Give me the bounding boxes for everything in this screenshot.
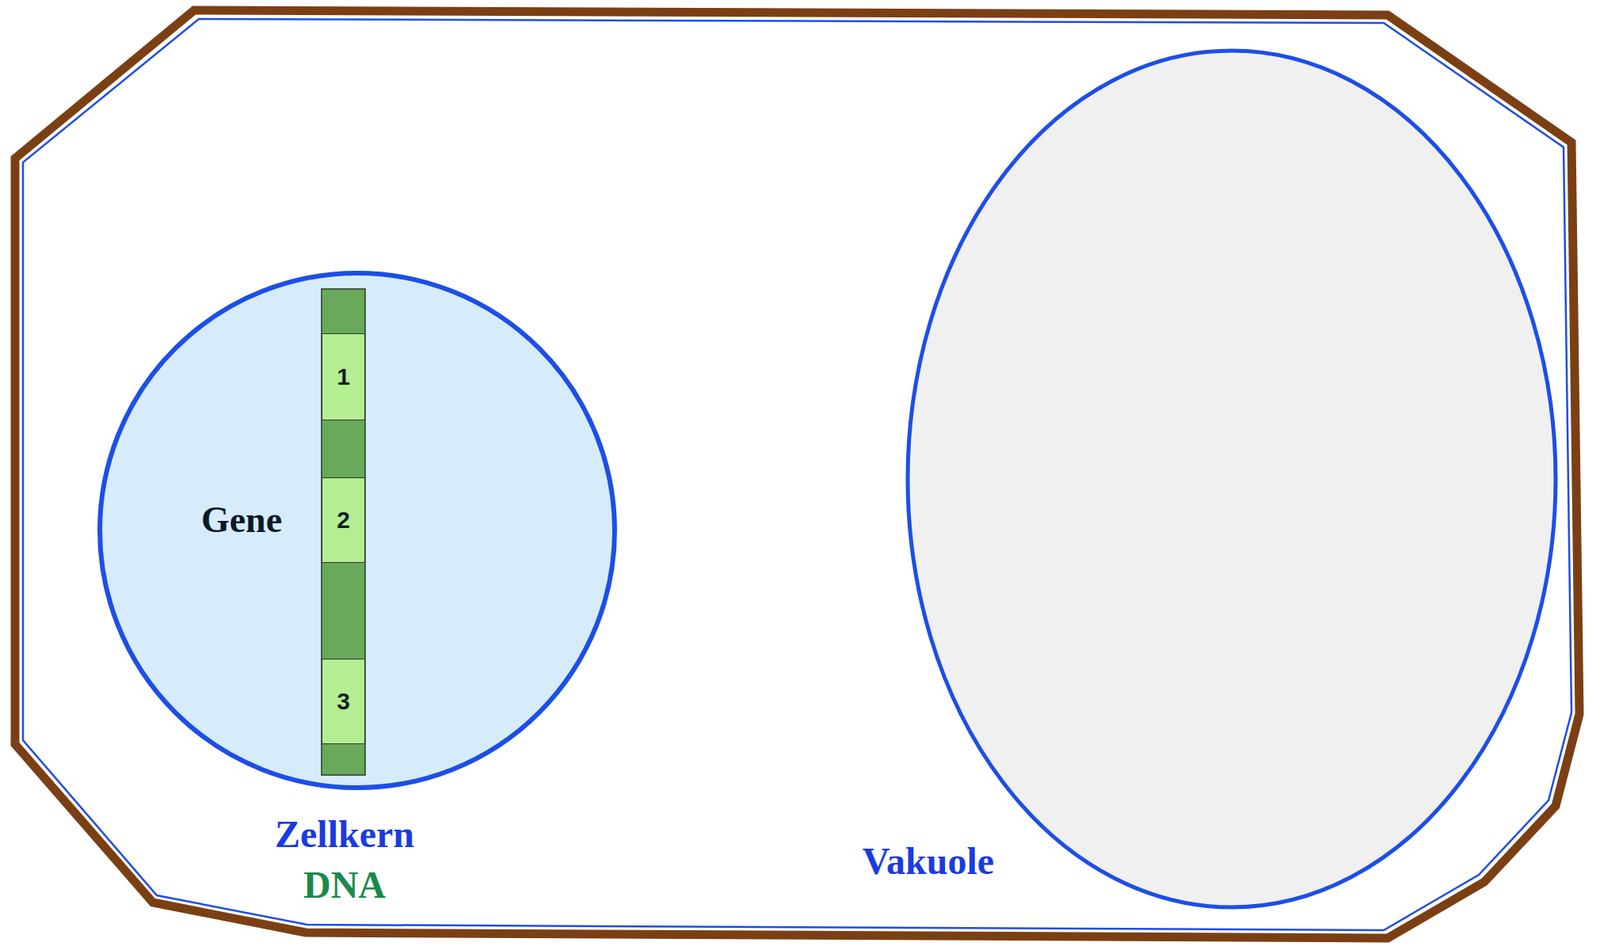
cell-membrane <box>22 19 1572 931</box>
gene-label: Gene <box>201 500 282 541</box>
organelle-label: Vakuole <box>862 841 995 884</box>
cell-wall <box>15 10 1580 939</box>
nucleus-membrane <box>99 273 615 789</box>
gene-number: 2 <box>336 506 351 534</box>
vacuole-membrane <box>907 50 1556 908</box>
organelle-label: Zellkern <box>274 814 415 857</box>
vacuole-outline <box>905 48 1559 911</box>
gene-segment: 1 <box>321 333 366 421</box>
vacuole: Vakuole <box>905 48 1559 911</box>
dna-strand <box>321 289 366 776</box>
gene-number: 3 <box>336 688 351 716</box>
nucleus: ZellkernDNA123 <box>97 270 618 791</box>
gene-segment: 3 <box>321 659 366 745</box>
dna-label: DNA <box>303 864 386 907</box>
gene-segment: 2 <box>321 477 366 564</box>
gene-number: 1 <box>336 363 351 391</box>
